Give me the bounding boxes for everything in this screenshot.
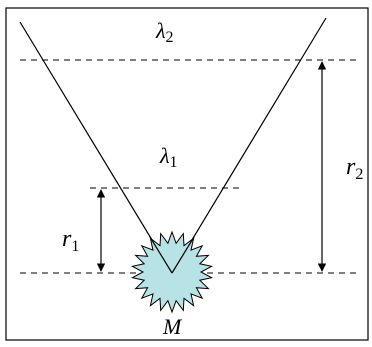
mass-label: M	[162, 314, 183, 339]
r2-label: r2	[346, 154, 363, 183]
cone-apex-right	[171, 236, 195, 274]
cone-line-left	[19, 21, 173, 274]
lambda2-label: λ2	[155, 18, 174, 46]
lambda1-label: λ1	[159, 143, 178, 171]
cone-line-right	[171, 17, 327, 274]
r1-label: r1	[62, 226, 79, 255]
cone-apex-left	[149, 236, 173, 274]
diagram-frame	[5, 7, 369, 341]
